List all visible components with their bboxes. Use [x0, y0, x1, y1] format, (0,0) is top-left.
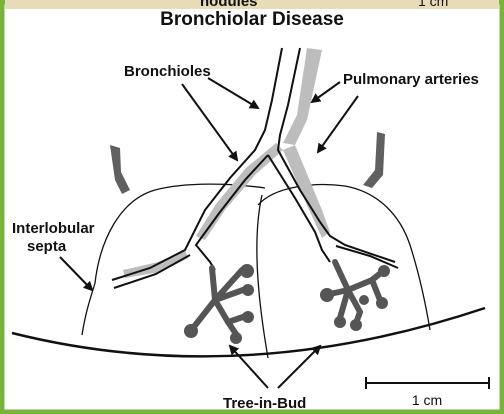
bud-nodule	[320, 288, 334, 302]
label-bronchioles: Bronchioles	[124, 63, 211, 80]
label-interlobular: Interlobular	[12, 220, 95, 237]
bud-nodule	[184, 324, 198, 338]
bud-nodule	[359, 295, 369, 305]
bud-nodule	[350, 319, 362, 331]
bud-nodule	[242, 311, 254, 323]
left-septum-thickening	[110, 145, 130, 194]
arrow-bud-left	[230, 346, 268, 388]
middle-septum-line	[257, 195, 268, 358]
arrow-bronchioles-upper	[208, 78, 258, 108]
label-tree-in-bud: Tree-in-Bud	[223, 395, 306, 412]
scale-bar: 1 cm	[366, 377, 489, 408]
right-tree-in-bud	[320, 262, 390, 331]
bud-nodule	[378, 265, 390, 277]
left-lobule-outline-lower	[82, 283, 95, 335]
diagram-title: Bronchiolar Disease	[160, 9, 344, 30]
arrow-arteries-lower	[318, 96, 358, 152]
bud-nodule	[334, 316, 346, 328]
label-pulmonary-arteries: Pulmonary arteries	[343, 71, 479, 88]
arrow-arteries-upper	[312, 82, 340, 102]
bud-nodule	[230, 332, 242, 344]
left-lobule-outline	[95, 184, 265, 283]
left-tree-in-bud	[184, 264, 254, 344]
label-septa: septa	[27, 238, 67, 255]
arrow-bronchioles-lower	[182, 84, 237, 160]
bud-nodule	[240, 264, 254, 278]
arrow-septa	[60, 257, 92, 290]
scale-bar-label: 1 cm	[412, 392, 442, 408]
bud-nodule	[242, 284, 254, 296]
right-septum-thickening	[363, 132, 385, 188]
header-cut-right-text: 1 cm	[418, 0, 448, 9]
bud-nodule	[376, 297, 388, 309]
